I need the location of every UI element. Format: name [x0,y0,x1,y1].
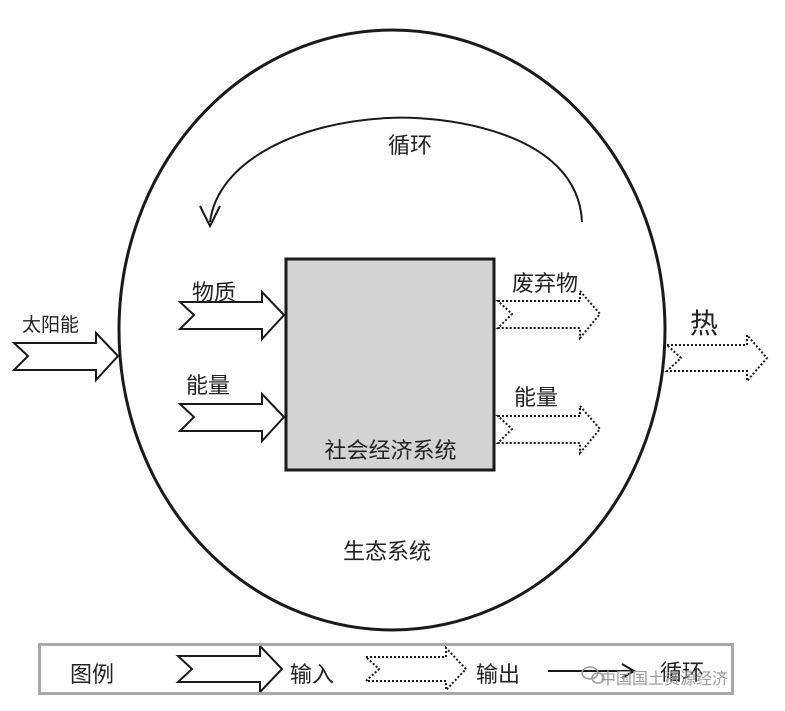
ecosystem-label: 生态系统 [343,540,432,565]
legend-input-label: 输入 [290,663,335,688]
matter-input-arrow [177,289,286,342]
legend-cycle-arrowhead [621,663,636,679]
energy-output-arrow [495,403,602,456]
cycle-arrow [209,116,583,223]
energy-input-arrow [177,391,286,444]
waste-out-label: 废弃物 [512,272,579,297]
heat-label: 热 [690,307,719,340]
socioeconomic-system-box [284,257,496,472]
legend-output-arrow [363,645,468,693]
cycle-arrowhead [199,205,221,229]
solar-label: 太阳能 [22,314,80,336]
socioeconomic-system-label: 社会经济系统 [324,439,457,464]
legend-cycle-label: 循环 [660,661,705,686]
cycle-label: 循环 [388,134,433,159]
energy-out-label: 能量 [514,386,559,411]
watermark-text: 中国国土资源经济 [600,669,729,688]
solar-input-arrow [11,330,120,383]
legend-box [38,643,734,695]
energy-in-label: 能量 [186,374,231,399]
legend-title: 图例 [70,663,115,688]
legend-output-label: 输出 [476,663,521,688]
waste-output-arrow [495,288,602,341]
matter-in-label: 物质 [192,281,237,306]
ecosystem-ellipse [117,28,667,632]
heat-output-arrow [664,332,769,384]
watermark-icon [581,666,605,684]
